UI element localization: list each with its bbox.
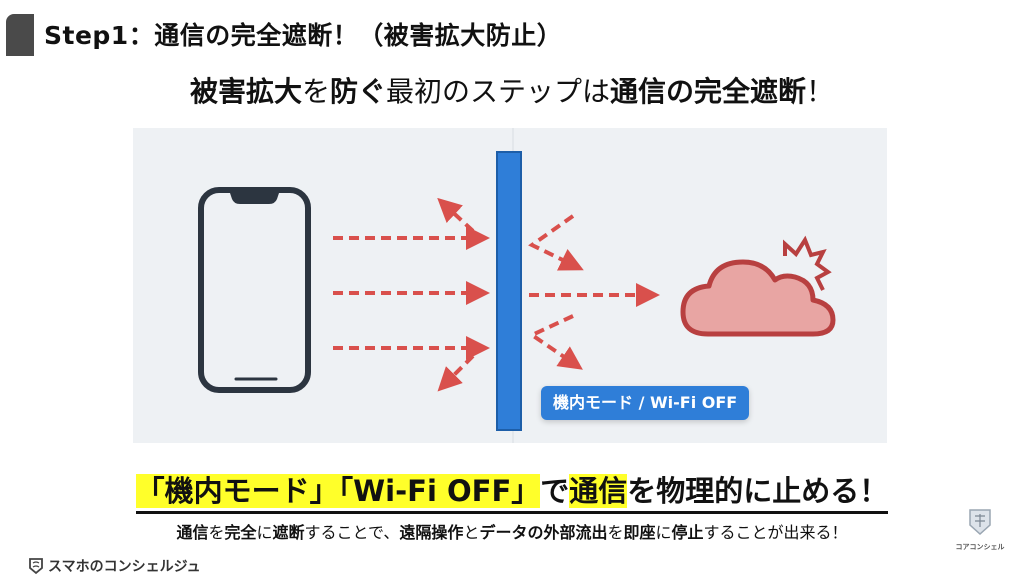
desc-part: することで、 — [304, 523, 400, 542]
desc-part: 完全 — [224, 523, 257, 542]
headline: 「機内モード」「Wi-Fi OFF」で通信を物理的に止める！ — [0, 468, 1024, 514]
desc-part: 停止 — [671, 523, 704, 542]
illustration-panel — [133, 128, 887, 443]
brand-right-label: コアコンシェル — [955, 543, 1005, 551]
brand-left: スマホのコンシェルジュ — [28, 556, 201, 576]
blocking-wall — [496, 151, 522, 431]
subtitle-part: を — [301, 75, 330, 108]
description: 通信を完全に遮断することで、遠隔操作とデータの外部流出を即座に停止することが出来… — [0, 519, 1024, 543]
illustration-svg — [198, 128, 836, 443]
headline-part: 「機内モード」「Wi-Fi OFF」 — [135, 474, 541, 508]
desc-part: に — [655, 523, 672, 542]
desc-part: 遮断 — [272, 523, 305, 542]
brand-left-label: スマホのコンシェルジュ — [48, 559, 201, 575]
brand-right: コアコンシェル — [950, 508, 1010, 558]
headline-part: を物理的に止める！ — [627, 474, 889, 508]
shield-logo-icon — [29, 558, 43, 575]
shield-crest-icon — [969, 509, 991, 536]
signal-arrows-left — [333, 197, 490, 392]
desc-part: 即座 — [623, 523, 656, 542]
desc-part: することが出来る！ — [703, 523, 848, 542]
desc-part: を — [208, 523, 225, 542]
subtitle-part: 最初のステップは — [386, 75, 611, 108]
desc-part: データの外部流出 — [479, 523, 608, 542]
desc-part: 遠隔操作 — [399, 523, 464, 542]
subtitle: 被害拡大を防ぐ最初のステップは通信の完全遮断！ — [0, 70, 1024, 110]
desc-part: を — [607, 523, 624, 542]
cloud-alert-icon — [680, 235, 836, 337]
subtitle-part: 防ぐ — [329, 75, 386, 108]
airplane-mode-badge: 機内モード / Wi-Fi OFF — [541, 386, 750, 420]
desc-part: に — [256, 523, 273, 542]
headline-part: で — [540, 474, 570, 508]
desc-part: 通信 — [176, 523, 209, 542]
subtitle-part: 被害拡大 — [189, 75, 302, 108]
header-accent-block — [6, 14, 34, 56]
headline-part: 通信 — [569, 474, 628, 508]
desc-part: と — [463, 523, 480, 542]
signal-arrows-right — [527, 214, 660, 370]
step-title: Step1：通信の完全遮断！（被害拡大防止） — [44, 21, 563, 50]
subtitle-part: ！ — [806, 75, 835, 108]
subtitle-part: 通信の完全遮断 — [610, 75, 807, 108]
smartphone-icon — [198, 187, 311, 393]
